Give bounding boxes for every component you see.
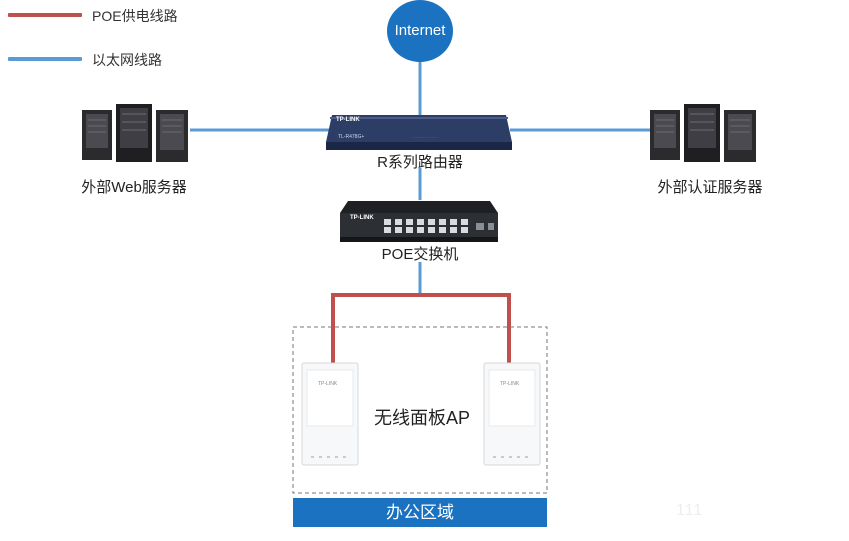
panel-ap-right-icon [483,362,541,466]
svg-text:. . . . . . . . . . . .: . . . . . . . . . . . . [412,134,438,139]
web-server-icon [82,104,188,162]
panel-ap-right-brand: TP-LINK [500,381,520,387]
panel-ap-label: 无线面板AP [373,408,471,428]
svg-text:TL-R478G+: TL-R478G+ [338,134,364,140]
auth-server-label: 外部认证服务器 [657,179,763,196]
poe-legend-label: POE供电线路 [92,8,178,24]
office-zone-border [292,326,548,494]
router-label: R系列路由器 [377,154,463,171]
panel-ap-left-icon [301,362,359,466]
office-zone-banner: 办公区域 [293,498,547,527]
poe-legend-swatch [8,13,82,17]
web-server-label: 外部Web服务器 [81,179,187,196]
poe-switch-icon [340,201,498,242]
poe-line-right [420,293,511,364]
router-brand: TP-LINK [336,117,360,123]
ethernet-legend-swatch [8,57,82,61]
panel-ap-left-brand: TP-LINK [318,381,338,387]
router-icon: TL-R478G+ . . . . . . . . . . . . [326,115,512,150]
internet-label: Internet [394,22,446,39]
internet-node: Internet [387,0,453,62]
watermark: 111 [676,502,704,519]
poe-switch-label: POE交换机 [381,246,459,263]
auth-server-icon [650,104,756,162]
poe-line-left [331,293,420,364]
ethernet-legend-label: 以太网线路 [92,52,162,68]
poe-switch-brand: TP-LINK [350,215,374,221]
